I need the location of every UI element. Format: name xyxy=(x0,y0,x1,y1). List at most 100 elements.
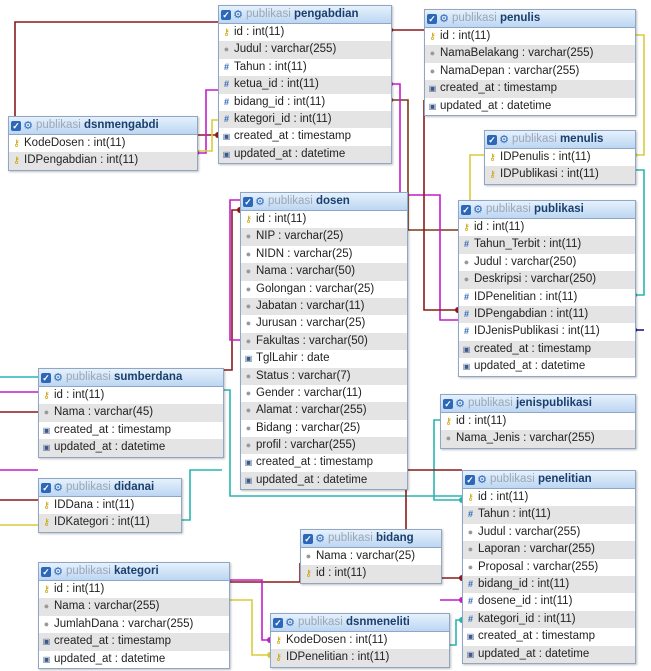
options-icon[interactable]: ⚙ xyxy=(23,120,33,132)
table-header[interactable]: ✓⚙publikasi penulis xyxy=(425,10,635,28)
column-row[interactable]: ⚷KodeDosen : int(11) xyxy=(271,632,449,649)
column-row[interactable]: ⚷IDDana : int(11) xyxy=(39,497,181,514)
column-row[interactable]: ⚷id : int(11) xyxy=(39,387,223,404)
options-icon[interactable]: ⚙ xyxy=(53,482,63,494)
checkbox-icon[interactable]: ✓ xyxy=(303,534,313,544)
options-icon[interactable]: ⚙ xyxy=(477,474,487,486)
table-name[interactable]: penulis xyxy=(499,12,541,24)
table-publikasi[interactable]: ✓⚙publikasi publikasi⚷id : int(11)#Tahun… xyxy=(458,200,636,377)
checkbox-icon[interactable]: ✓ xyxy=(465,475,475,485)
column-row[interactable]: ●Judul : varchar(255) xyxy=(219,41,391,59)
table-name[interactable]: dsnmeneliti xyxy=(345,616,410,628)
table-name[interactable]: dsnmengabdi xyxy=(83,119,159,131)
table-header[interactable]: ✓⚙publikasi didanai xyxy=(39,479,181,497)
checkbox-icon[interactable]: ✓ xyxy=(41,567,51,577)
column-row[interactable]: #Tahun_Terbit : int(11) xyxy=(459,236,635,254)
column-row[interactable]: ●profil : varchar(255) xyxy=(241,437,407,455)
options-icon[interactable]: ⚙ xyxy=(53,566,63,578)
column-row[interactable]: ▣created_at : timestamp xyxy=(39,633,229,651)
table-name[interactable]: didanai xyxy=(113,481,155,493)
column-row[interactable]: ⚷id : int(11) xyxy=(219,24,391,41)
column-row[interactable]: ▣updated_at : datetime xyxy=(459,358,635,375)
table-name[interactable]: jenispublikasi xyxy=(515,397,593,409)
table-name[interactable]: dosen xyxy=(315,195,350,207)
table-kategori[interactable]: ✓⚙publikasi kategori⚷id : int(11)●Nama :… xyxy=(38,562,230,669)
table-dsnmengabdi[interactable]: ✓⚙publikasi dsnmengabdi⚷KodeDosen : int(… xyxy=(8,116,198,171)
column-row[interactable]: #ketua_id : int(11) xyxy=(219,76,391,94)
column-row[interactable]: ●Status : varchar(7) xyxy=(241,367,407,385)
options-icon[interactable]: ⚙ xyxy=(53,372,63,384)
column-row[interactable]: ⚷id : int(11) xyxy=(463,489,635,506)
column-row[interactable]: ▣updated_at : datetime xyxy=(241,471,407,490)
column-row[interactable]: ●Judul : varchar(250) xyxy=(459,254,635,271)
checkbox-icon[interactable]: ✓ xyxy=(243,197,253,207)
column-row[interactable]: ●NamaBelakang : varchar(255) xyxy=(425,45,635,63)
checkbox-icon[interactable]: ✓ xyxy=(461,205,471,215)
column-row[interactable]: ●JumlahDana : varchar(255) xyxy=(39,616,229,633)
column-row[interactable]: #bidang_id : int(11) xyxy=(463,575,635,594)
column-row[interactable]: ▣updated_at : datetime xyxy=(39,439,223,457)
column-row[interactable]: #bidang_id : int(11) xyxy=(219,94,391,111)
table-penulis[interactable]: ✓⚙publikasi penulis⚷id : int(11)●NamaBel… xyxy=(424,9,636,116)
table-menulis[interactable]: ✓⚙publikasi menulis⚷IDPenulis : int(11)⚷… xyxy=(484,130,636,185)
column-row[interactable]: ⚷id : int(11) xyxy=(301,565,441,583)
column-row[interactable]: ▣created_at : timestamp xyxy=(459,340,635,359)
table-header[interactable]: ✓⚙publikasi dsnmengabdi xyxy=(9,117,197,135)
column-row[interactable]: ⚷id : int(11) xyxy=(459,219,635,236)
table-header[interactable]: ✓⚙publikasi pengabdian xyxy=(219,6,391,24)
options-icon[interactable]: ⚙ xyxy=(499,134,509,146)
column-row[interactable]: #IDJenisPublikasi : int(11) xyxy=(459,323,635,340)
table-bidang[interactable]: ✓⚙publikasi bidang●Nama : varchar(25)⚷id… xyxy=(300,529,442,584)
table-dsnmeneliti[interactable]: ✓⚙publikasi dsnmeneliti⚷KodeDosen : int(… xyxy=(270,613,450,668)
table-header[interactable]: ✓⚙publikasi publikasi xyxy=(459,201,635,219)
options-icon[interactable]: ⚙ xyxy=(455,398,465,410)
table-pengabdian[interactable]: ✓⚙publikasi pengabdian⚷id : int(11)●Judu… xyxy=(218,5,392,165)
options-icon[interactable]: ⚙ xyxy=(285,617,295,629)
table-name[interactable]: kategori xyxy=(113,565,159,577)
column-row[interactable]: #IDPenelitian : int(11) xyxy=(459,289,635,306)
column-row[interactable]: ●Alamat : varchar(255) xyxy=(241,402,407,420)
table-header[interactable]: ✓⚙publikasi dosen xyxy=(241,193,407,211)
options-icon[interactable]: ⚙ xyxy=(473,204,483,216)
column-row[interactable]: ●Gender : varchar(11) xyxy=(241,385,407,402)
options-icon[interactable]: ⚙ xyxy=(233,9,243,21)
table-name[interactable]: sumberdana xyxy=(113,371,183,383)
table-header[interactable]: ✓⚙publikasi dsnmeneliti xyxy=(271,614,449,632)
checkbox-icon[interactable]: ✓ xyxy=(273,618,283,628)
table-jenispublikasi[interactable]: ✓⚙publikasi jenispublikasi⚷id : int(11)●… xyxy=(440,394,636,449)
column-row[interactable]: ⚷id : int(11) xyxy=(425,28,635,45)
table-dosen[interactable]: ✓⚙publikasi dosen⚷id : int(11)●NIP : var… xyxy=(240,192,408,491)
options-icon[interactable]: ⚙ xyxy=(315,533,325,545)
column-row[interactable]: #IDPengabdian : int(11) xyxy=(459,305,635,324)
checkbox-icon[interactable]: ✓ xyxy=(427,14,437,24)
column-row[interactable]: ●Laporan : varchar(255) xyxy=(463,541,635,559)
column-row[interactable]: ⚷IDPengabdian : int(11) xyxy=(9,152,197,170)
column-row[interactable]: #Tahun : int(11) xyxy=(463,506,635,524)
column-row[interactable]: ▣created_at : timestamp xyxy=(39,422,223,439)
checkbox-icon[interactable]: ✓ xyxy=(221,10,231,20)
column-row[interactable]: ●Bidang : varchar(25) xyxy=(241,420,407,437)
column-row[interactable]: ▣created_at : timestamp xyxy=(463,628,635,645)
column-row[interactable]: #Tahun : int(11) xyxy=(219,59,391,76)
column-row[interactable]: ●NamaDepan : varchar(255) xyxy=(425,63,635,80)
options-icon[interactable]: ⚙ xyxy=(255,196,265,208)
column-row[interactable]: ▣updated_at : datetime xyxy=(425,98,635,115)
column-row[interactable]: ▣updated_at : datetime xyxy=(463,645,635,663)
column-row[interactable]: ⚷IDPenelitian : int(11) xyxy=(271,649,449,667)
column-row[interactable]: ●NIDN : varchar(25) xyxy=(241,246,407,263)
column-row[interactable]: ●Deskripsi : varchar(250) xyxy=(459,271,635,289)
column-row[interactable]: ⚷IDPublikasi : int(11) xyxy=(485,166,635,184)
column-row[interactable]: ▣created_at : timestamp xyxy=(425,80,635,98)
column-row[interactable]: ⚷IDPenulis : int(11) xyxy=(485,149,635,166)
column-row[interactable]: ●Nama : varchar(45) xyxy=(39,404,223,422)
column-row[interactable]: #dosene_id : int(11) xyxy=(463,593,635,610)
table-name[interactable]: menulis xyxy=(559,133,604,145)
column-row[interactable]: ●Nama_Jenis : varchar(255) xyxy=(441,430,635,448)
checkbox-icon[interactable]: ✓ xyxy=(41,373,51,383)
table-name[interactable]: publikasi xyxy=(533,203,584,215)
table-sumberdana[interactable]: ✓⚙publikasi sumberdana⚷id : int(11)●Nama… xyxy=(38,368,224,458)
checkbox-icon[interactable]: ✓ xyxy=(443,399,453,409)
checkbox-icon[interactable]: ✓ xyxy=(41,483,51,493)
column-row[interactable]: ●NIP : varchar(25) xyxy=(241,228,407,246)
column-row[interactable]: ⚷id : int(11) xyxy=(241,211,407,228)
